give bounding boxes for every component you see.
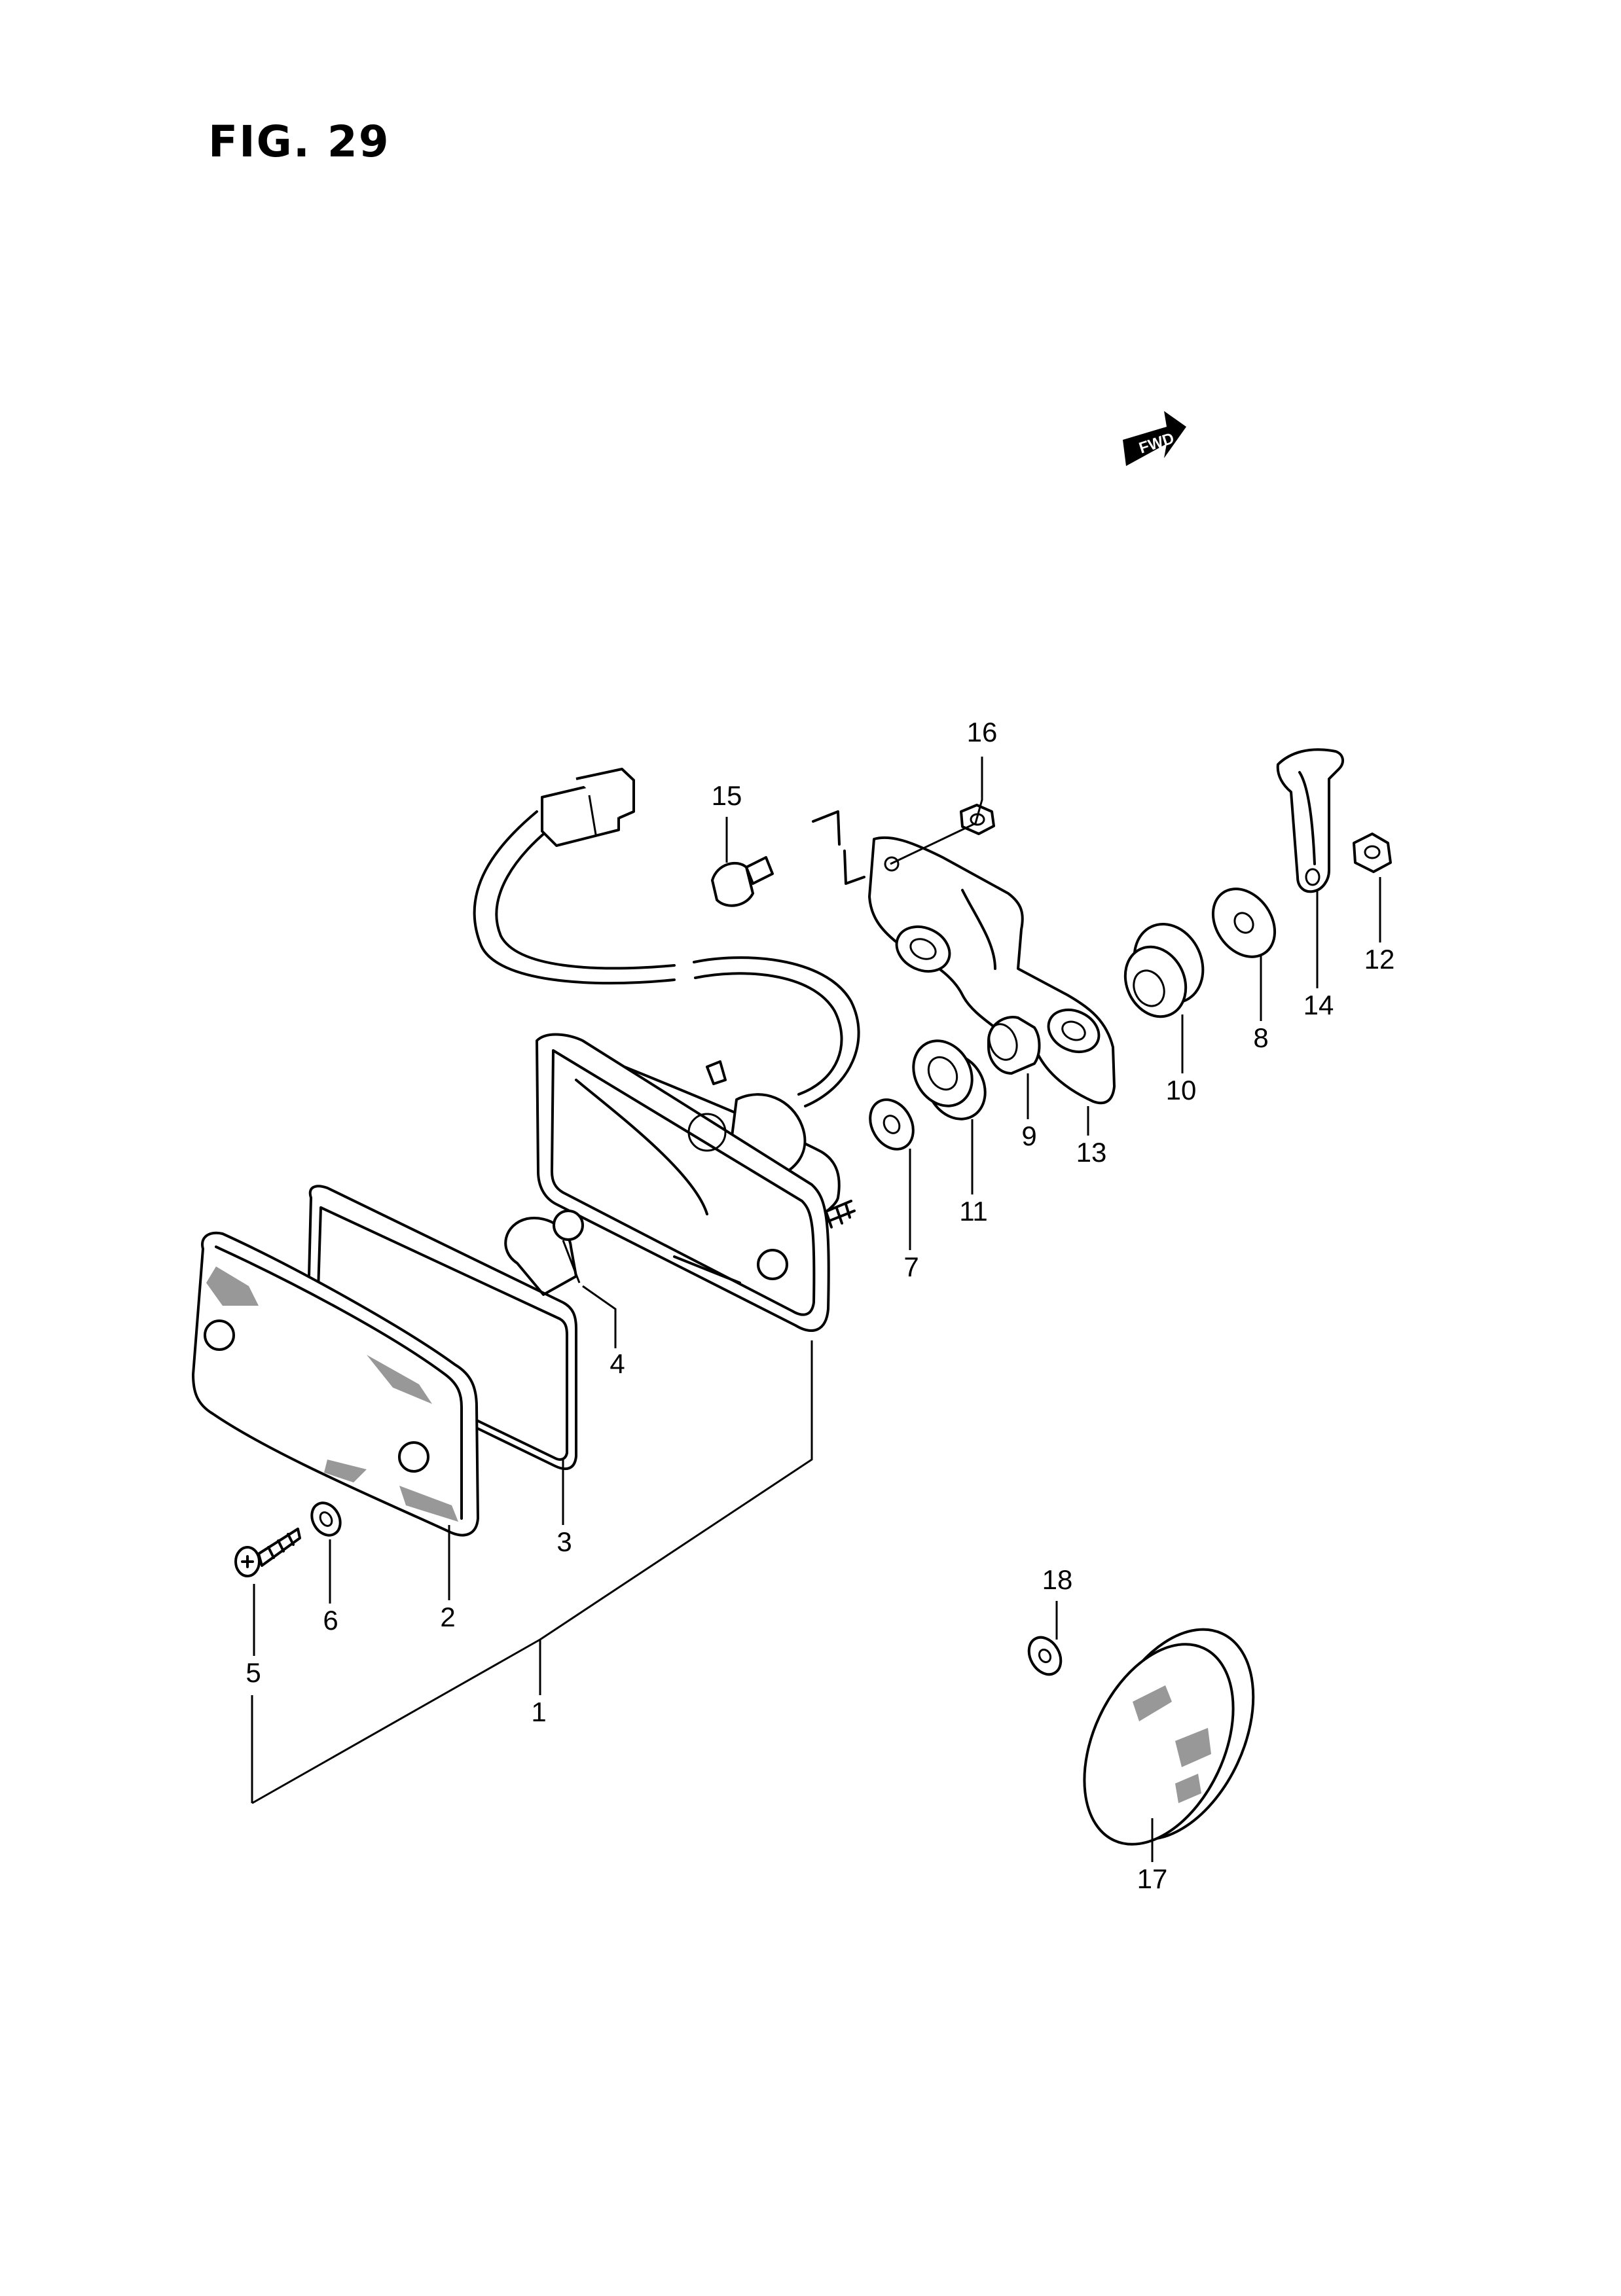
- nut-12-part: [1353, 833, 1392, 873]
- figure-title: FIG. 29: [208, 117, 390, 167]
- callout-9: 9: [1021, 1121, 1036, 1151]
- callout-8: 8: [1253, 1022, 1268, 1053]
- washer-8-part: [1211, 888, 1277, 958]
- callout-5: 5: [246, 1657, 261, 1688]
- callout-11: 11: [959, 1196, 988, 1227]
- wire-harness: [473, 768, 860, 1107]
- callout-12: 12: [1364, 944, 1395, 975]
- fwd-arrow-icon: FWD: [1123, 411, 1186, 466]
- lamp-housing: [536, 1033, 856, 1332]
- callout-18: 18: [1042, 1564, 1073, 1595]
- collar-9-part: [987, 1016, 1041, 1075]
- callout-14: 14: [1303, 990, 1334, 1020]
- callout-17: 17: [1137, 1863, 1168, 1894]
- washer-7-part: [869, 1098, 915, 1151]
- bolt-part: [711, 856, 774, 907]
- callout-10: 10: [1166, 1075, 1197, 1105]
- washer-6-part: [310, 1501, 342, 1537]
- leader-lines: [251, 757, 1381, 1862]
- screw-part: [234, 1528, 301, 1577]
- callout-6: 6: [323, 1605, 338, 1636]
- callout-7: 7: [903, 1251, 919, 1282]
- callout-2: 2: [440, 1602, 455, 1632]
- lens-part: [192, 1231, 479, 1537]
- fwd-badge-text: FWD: [1137, 429, 1176, 457]
- reflector-17-part: [1083, 1628, 1255, 1846]
- callout-13: 13: [1076, 1137, 1107, 1168]
- bracket-part: [812, 810, 1116, 1105]
- callout-3: 3: [556, 1526, 572, 1557]
- callout-15: 15: [712, 780, 742, 811]
- spline-collar-10-part: [1123, 922, 1205, 1018]
- callout-16: 16: [967, 717, 998, 747]
- callout-4: 4: [610, 1348, 625, 1379]
- plate-14-part: [1276, 748, 1344, 893]
- callout-labels: 1 2 3 4 5 6 7 8 9 10 11 12 13 14 15 16 1…: [246, 717, 1394, 1894]
- callout-1: 1: [531, 1696, 546, 1727]
- washer-18-part: [1027, 1636, 1063, 1676]
- grommet-11-part: [912, 1039, 987, 1121]
